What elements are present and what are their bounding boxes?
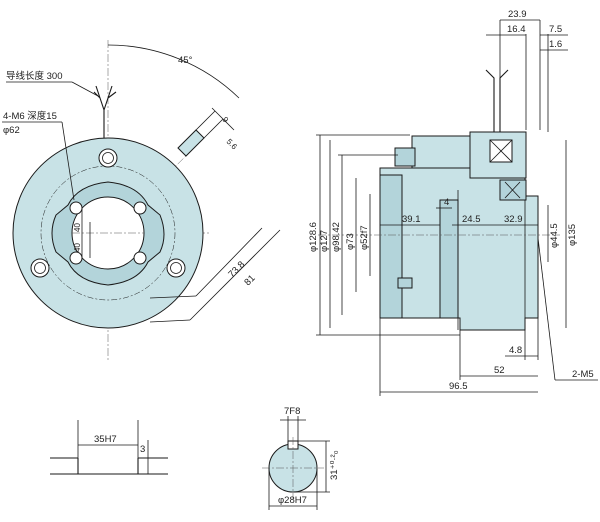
mounting-hole-right: [166, 258, 186, 278]
bore-section: 35H7 3: [50, 420, 168, 475]
shaft-detail: 7F8 31⁺⁰·²₀ φ28H7: [262, 406, 340, 510]
dim-32-9: 32.9: [504, 214, 523, 225]
tap-hole-d: [133, 201, 147, 215]
tap-hole-c: [69, 251, 83, 265]
side-flange: [379, 174, 403, 319]
dia-98-42: φ98.42: [331, 222, 342, 252]
tap-hole-a: [69, 201, 83, 215]
dim-7-5: 7.5: [549, 24, 562, 35]
dia-73: φ73: [345, 233, 356, 250]
dia-44-5: φ44.5: [549, 223, 560, 248]
inner-40-a: 40: [73, 223, 82, 232]
dim-5-6: 5.6: [225, 137, 240, 152]
side-coil: [439, 199, 459, 319]
bore-dim-3: 3: [140, 444, 145, 455]
dim-1-6: 1.6: [549, 39, 562, 50]
dim-81: 81: [242, 273, 257, 288]
side-lead-wires: [485, 69, 509, 132]
bore-dim: 35H7: [94, 434, 117, 445]
dia-127: φ127: [319, 230, 330, 252]
terminal-screw: [394, 147, 416, 167]
dim-4-8: 4.8: [509, 345, 522, 356]
dim-52: 52: [494, 365, 505, 376]
mounting-hole-top: [98, 148, 118, 168]
terminal-box: [411, 135, 471, 169]
lead-lug: [177, 129, 205, 157]
lead-wires: [93, 85, 117, 138]
dim-96-5: 96.5: [449, 381, 468, 392]
key-depth: 31⁺⁰·²₀: [329, 450, 340, 480]
pcd-label: φ62: [3, 125, 20, 136]
tap-hole-b: [133, 251, 147, 265]
side-key: [397, 277, 413, 289]
dim-23-9: 23.9: [508, 9, 527, 20]
dim-39-1: 39.1: [402, 214, 421, 225]
dim-24-5: 24.5: [462, 214, 481, 225]
mounting-hole-left: [30, 258, 50, 278]
dim-4: 4: [444, 197, 449, 208]
side-view: 23.9 16.4 7.5 1.6 φ128.6 φ127 φ98.42 φ73…: [308, 9, 598, 396]
angle-arc: [107, 44, 240, 99]
key-width: 7F8: [284, 406, 300, 417]
dim-9: 9: [221, 115, 231, 125]
front-view: 导线长度 300 4-M6 深度15 φ62 45° 40 40 9 5.6 7…: [2, 40, 281, 360]
holes-label: 4-M6 深度15: [3, 110, 57, 122]
dia-135: φ135: [567, 224, 578, 246]
dim-16-4: 16.4: [507, 24, 526, 35]
dim-73-8: 73.8: [226, 259, 247, 280]
shaft-diameter: φ28H7: [278, 495, 307, 506]
taps-label: 2-M5: [572, 369, 594, 380]
inner-40-b: 40: [73, 243, 82, 252]
dia-128-6: φ128.6: [308, 222, 319, 252]
dia-52: φ52f7: [359, 225, 370, 250]
lead-length-label: 导线长度 300: [6, 70, 63, 82]
angle-label: 45°: [178, 55, 193, 66]
